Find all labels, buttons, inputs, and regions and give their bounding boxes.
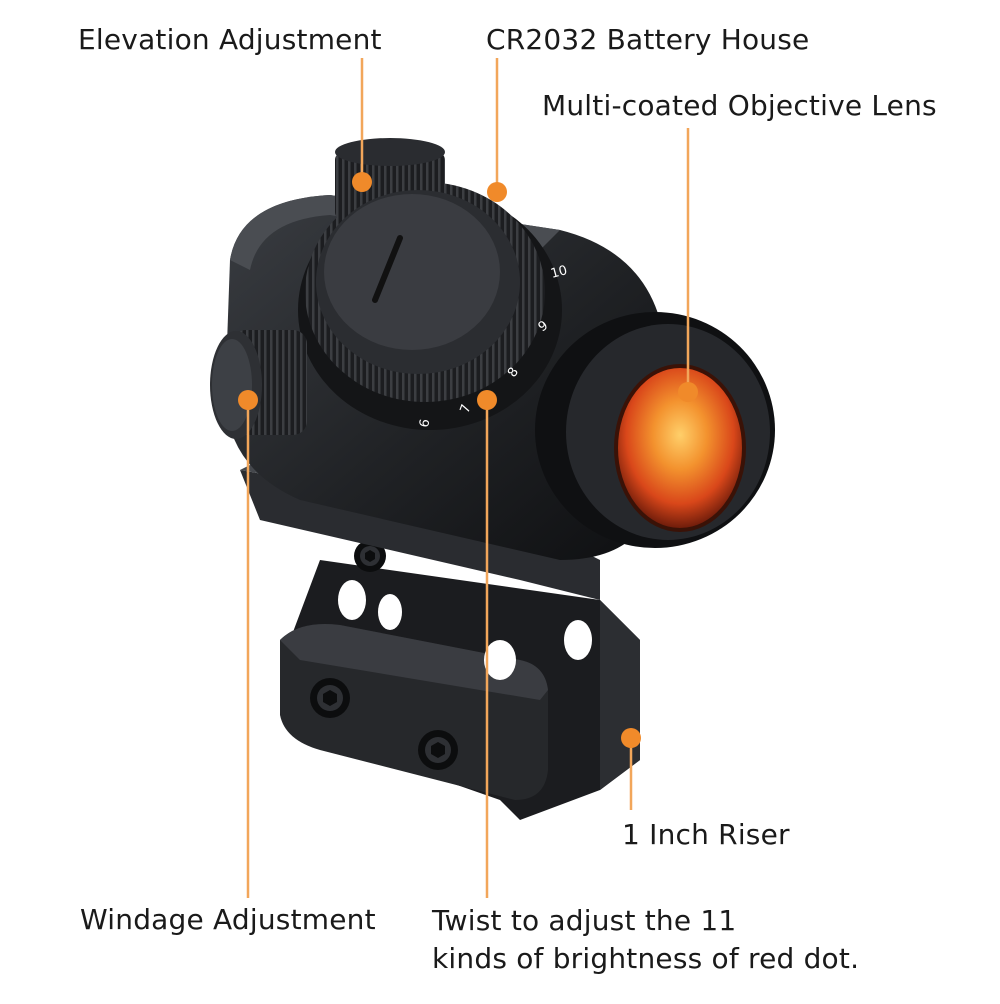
battery-cap <box>324 194 500 350</box>
riser-hole <box>378 594 402 630</box>
leader-riser-dot <box>621 728 641 748</box>
callout-battery-house: CR2032 Battery House <box>486 23 810 56</box>
brightness-note-line-1: Twist to adjust the 11 <box>432 904 737 937</box>
objective-lens-assembly <box>535 312 775 548</box>
dial-number: 6 <box>417 418 433 429</box>
leader-lens-dot <box>678 382 698 402</box>
hex-screw <box>354 540 386 572</box>
battery-cap-slot <box>372 235 403 303</box>
riser-hole <box>564 620 592 660</box>
riser-hole <box>484 640 516 680</box>
leader-battery-dot <box>487 182 507 202</box>
objective-lens <box>616 366 744 530</box>
riser-mount <box>280 540 640 820</box>
callout-brightness-note: Twist to adjust the 11 kinds of brightne… <box>432 902 859 978</box>
riser-hole <box>338 580 366 620</box>
windage-knob <box>210 330 307 439</box>
dial-number: 10 <box>549 263 569 282</box>
callout-windage-adjustment: Windage Adjustment <box>80 903 376 936</box>
leader-windage-dot <box>238 390 258 410</box>
brightness-dial: 6 7 8 9 10 <box>298 182 569 430</box>
brightness-note-line-2: kinds of brightness of red dot. <box>432 942 860 975</box>
hex-screw <box>310 678 350 718</box>
callout-riser: 1 Inch Riser <box>622 818 790 851</box>
hex-screw <box>418 730 458 770</box>
callout-objective-lens: Multi-coated Objective Lens <box>542 89 937 122</box>
callout-elevation-adjustment: Elevation Adjustment <box>78 23 382 56</box>
leader-brightness-dot <box>477 390 497 410</box>
leader-elevation-dot <box>352 172 372 192</box>
